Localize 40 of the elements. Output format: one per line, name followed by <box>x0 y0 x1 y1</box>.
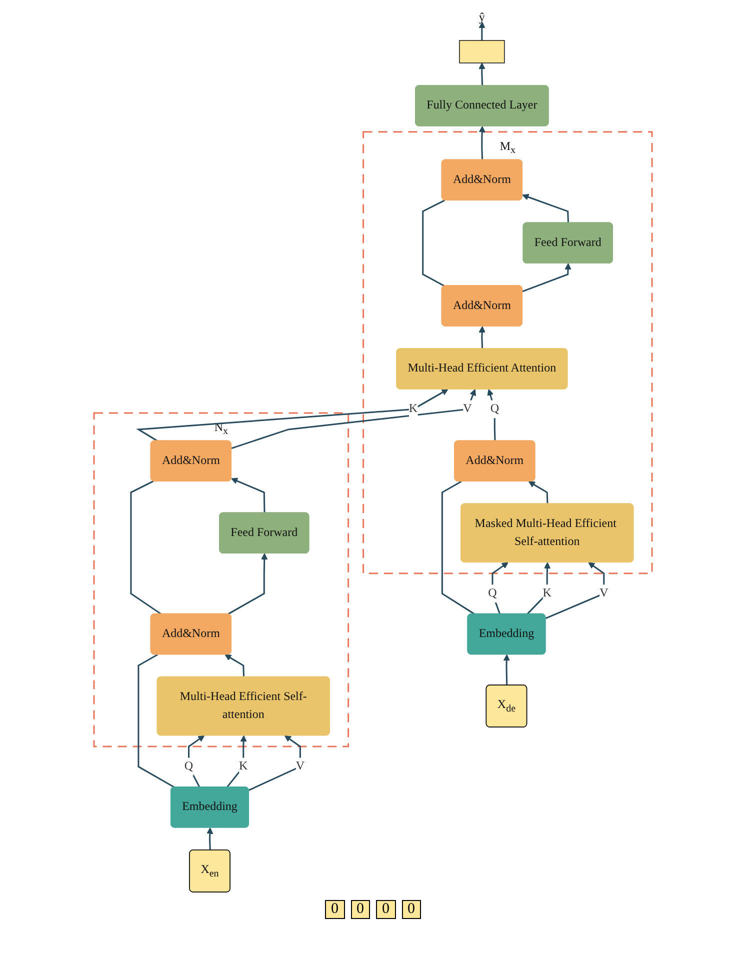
arrow <box>248 734 301 790</box>
arrow <box>526 562 551 614</box>
connector <box>422 199 446 286</box>
grid-cell-digit: 0 <box>402 900 421 919</box>
arrow <box>545 562 605 618</box>
edge-label: K <box>408 402 418 415</box>
grid-cell-digit: 0 <box>350 900 370 919</box>
arrow <box>478 125 486 160</box>
edge-label: V <box>600 586 608 600</box>
connector <box>138 654 175 788</box>
edge-label: K <box>239 759 248 772</box>
edge-label: Q <box>488 586 497 600</box>
arrow <box>136 388 448 442</box>
edge-label: K <box>542 586 552 600</box>
arrow <box>228 552 268 614</box>
arrow <box>188 734 205 788</box>
edge-label: Q <box>184 759 194 772</box>
node-text: ŷ <box>478 10 485 24</box>
edge-label: V <box>296 759 304 772</box>
arrow <box>492 562 508 614</box>
arrow <box>522 262 572 292</box>
arrow <box>478 21 486 40</box>
node-box <box>459 40 505 63</box>
connector <box>441 480 476 614</box>
arrow <box>226 734 247 788</box>
arrow <box>231 388 476 449</box>
arrow <box>487 388 496 441</box>
arrow <box>503 654 510 685</box>
edge-label: V <box>463 402 472 415</box>
connector <box>130 480 162 614</box>
arrow <box>528 480 548 504</box>
arrow <box>224 654 244 677</box>
grid-cell-digit: 0 <box>376 900 396 919</box>
arrow <box>522 193 569 222</box>
arrow <box>231 477 266 513</box>
arrow <box>478 62 486 86</box>
grid-cell-digit: 0 <box>325 900 344 919</box>
arrow <box>206 826 214 850</box>
arrow <box>478 326 486 348</box>
edge-label: Q <box>490 402 499 415</box>
